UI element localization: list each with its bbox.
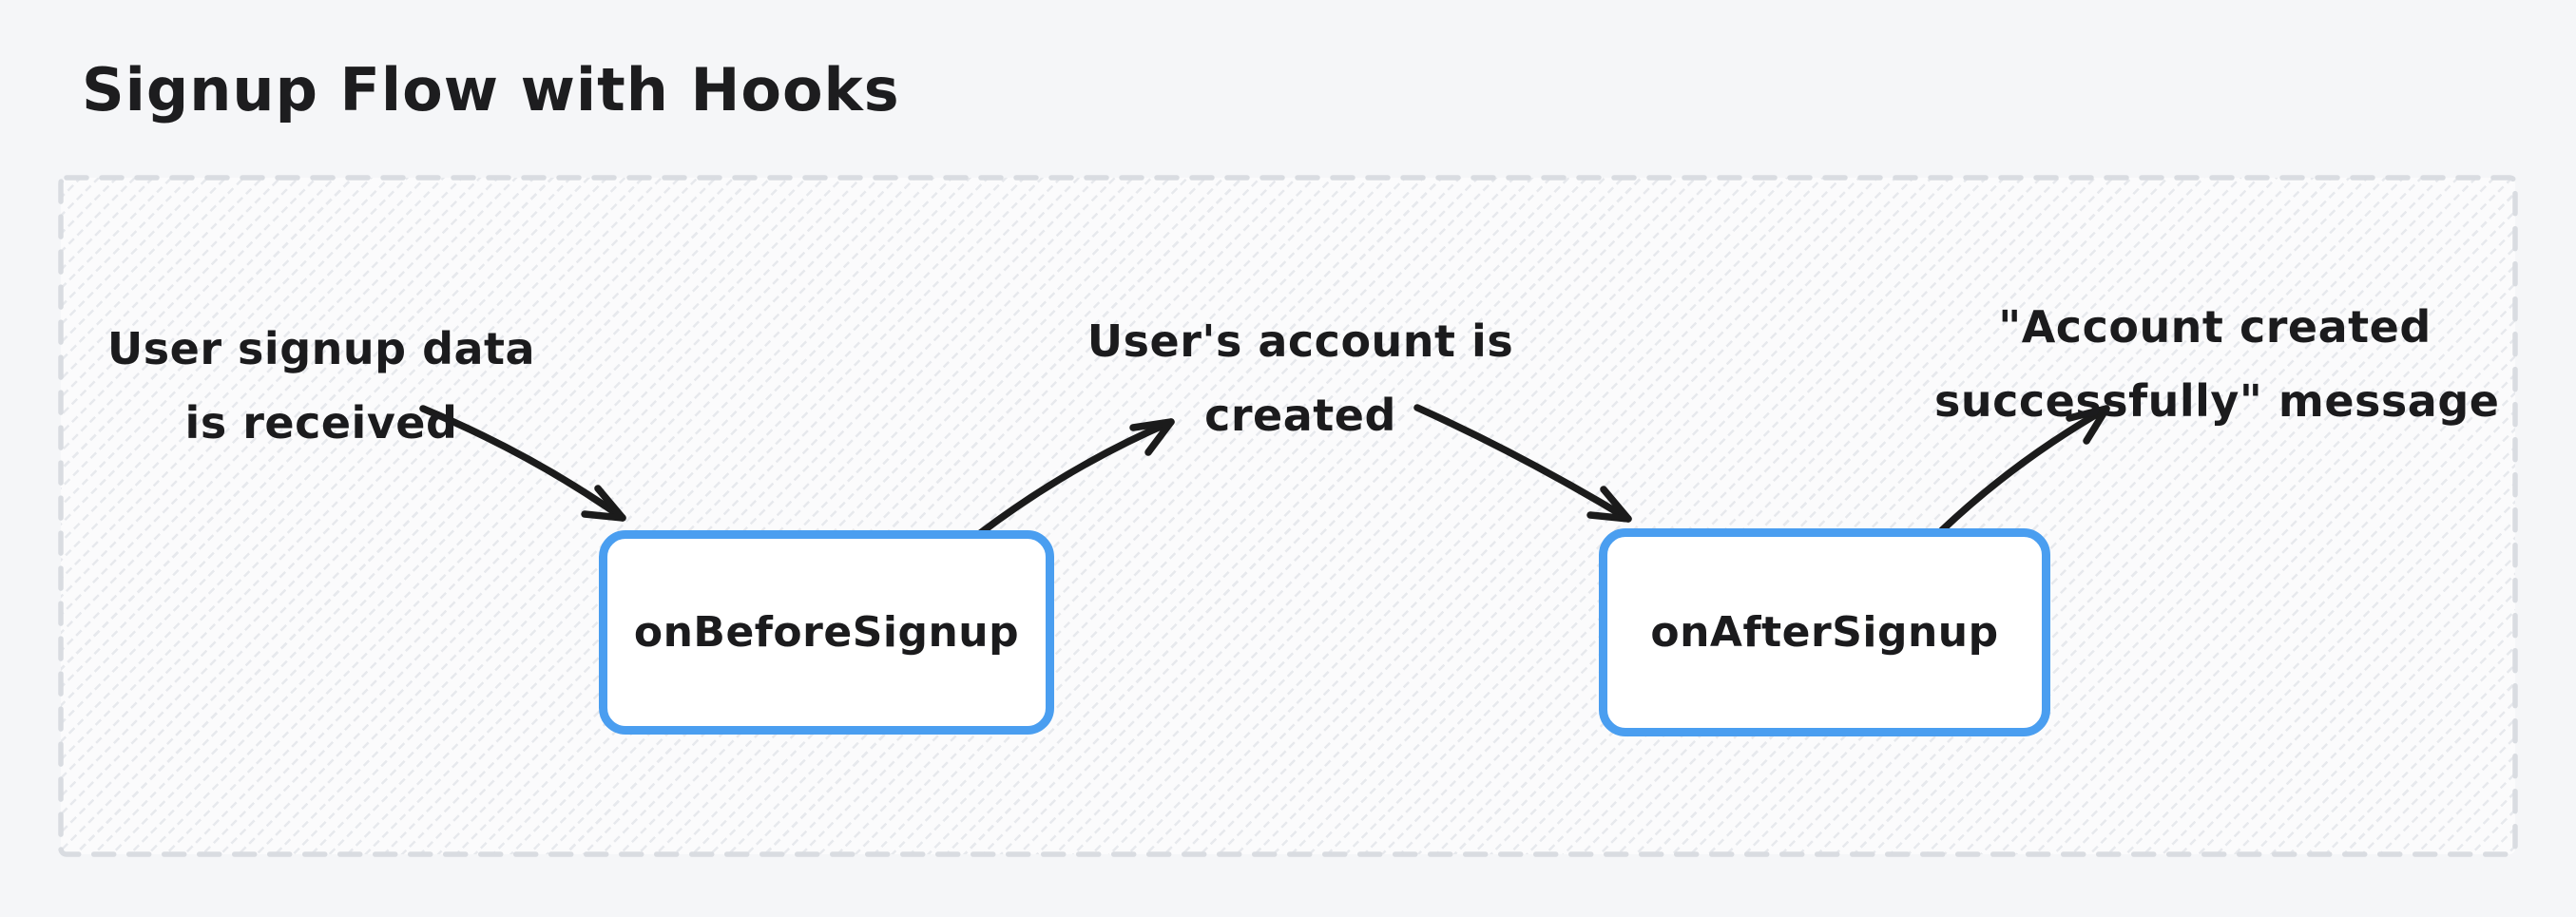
annotation-account-created: User's account is created (1082, 304, 1519, 452)
annotation-line: created (1204, 390, 1396, 441)
node-label: onAfterSignup (1650, 608, 1999, 657)
annotation-line: User signup data (106, 323, 536, 374)
annotation-line: successfully" message (1934, 375, 2500, 427)
annotation-success-message: "Account created successfully" message (1934, 290, 2500, 438)
annotation-line: User's account is (1086, 315, 1514, 367)
annotation-line: is received (184, 397, 458, 449)
flow-boundary-frame (61, 178, 2515, 854)
annotation-line: "Account created (1998, 301, 2432, 353)
node-on-before-signup: onBeforeSignup (599, 530, 1054, 735)
annotation-signup-data: User signup data is received (103, 312, 540, 460)
diagram-title: Signup Flow with Hooks (82, 55, 900, 124)
node-on-after-signup: onAfterSignup (1599, 528, 2050, 736)
node-label: onBeforeSignup (633, 608, 1020, 657)
